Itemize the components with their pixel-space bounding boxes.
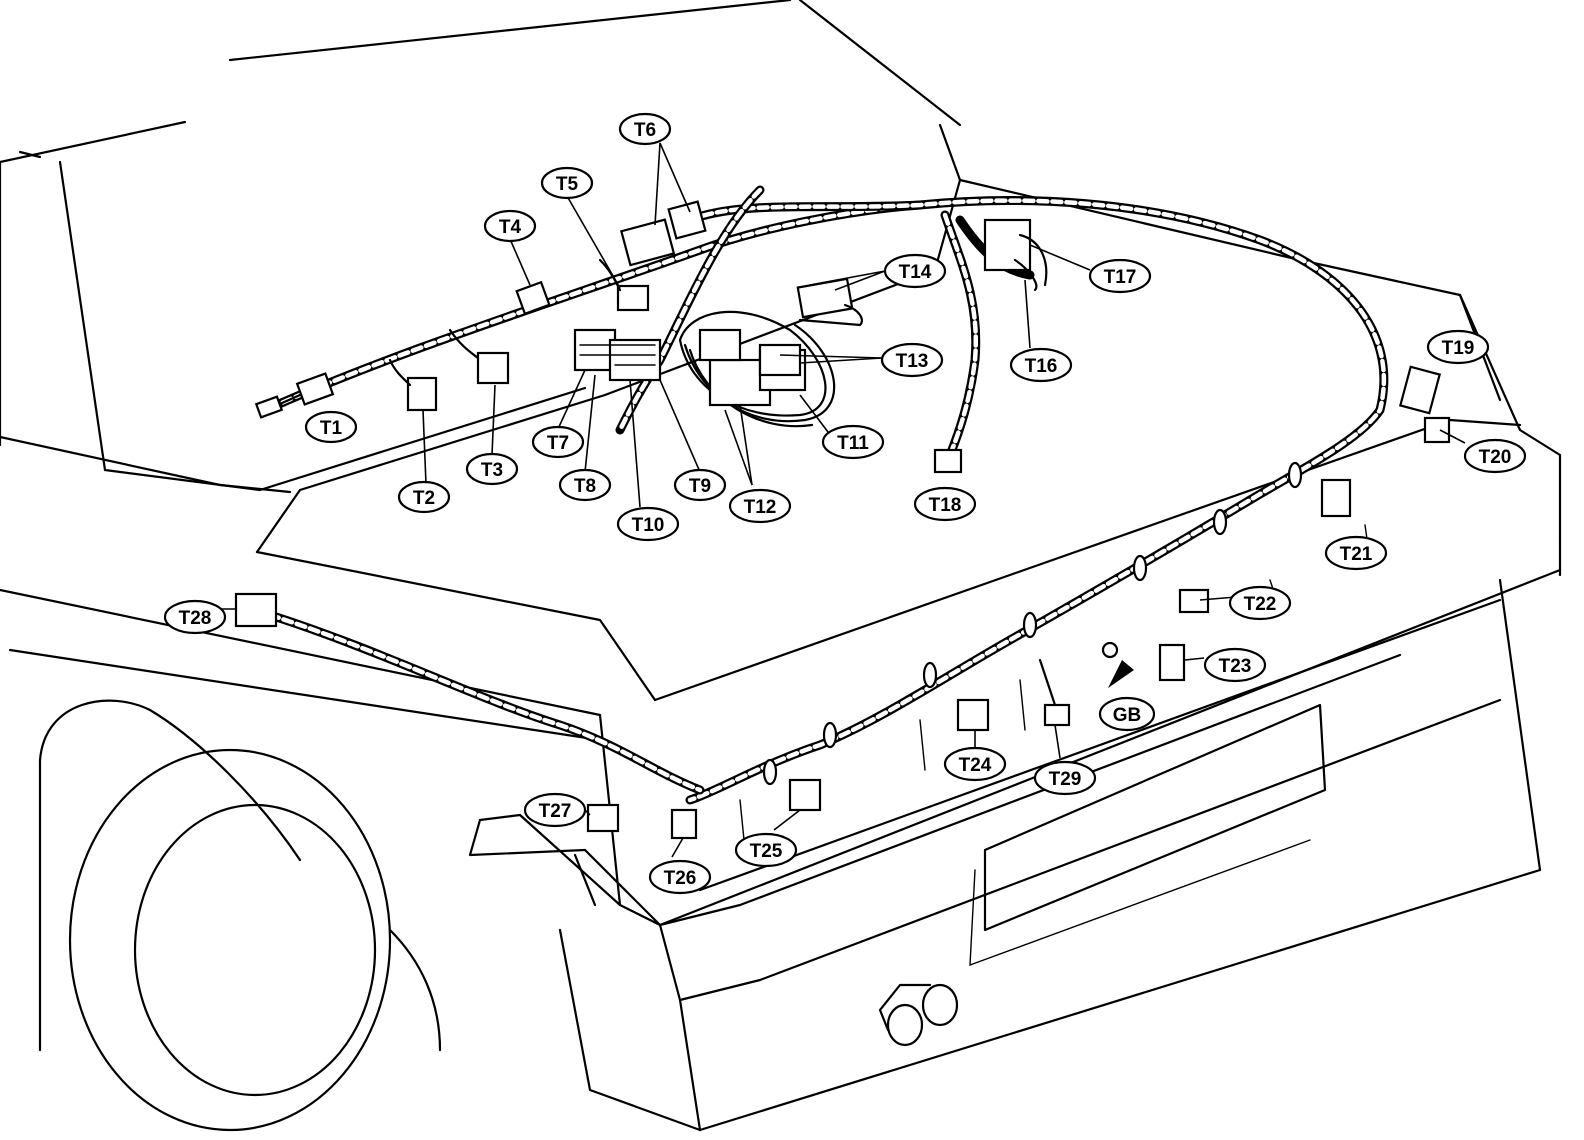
- callout-t22: T22: [1228, 585, 1292, 621]
- label-t5: T5: [556, 174, 579, 195]
- connector-t28: [234, 592, 278, 628]
- callout-t20: T20: [1463, 438, 1527, 474]
- label-t4: T4: [499, 217, 522, 238]
- label-t10: T10: [632, 515, 665, 536]
- connectors: [234, 200, 1451, 840]
- connector-t25: [788, 778, 822, 812]
- connector-t4: [515, 280, 551, 316]
- label-t11: T11: [837, 433, 869, 454]
- label-t16: T16: [1025, 356, 1058, 377]
- connector-t24: [956, 698, 990, 732]
- label-t29: T29: [1049, 769, 1082, 790]
- callout-t26: T26: [648, 859, 712, 895]
- connector-t1: [254, 372, 335, 419]
- callout-t24: T24: [943, 746, 1007, 782]
- leader-lines: [218, 142, 1466, 858]
- connector-t21: [1320, 478, 1352, 518]
- label-t14: T14: [899, 262, 932, 283]
- connector-t23: [1158, 643, 1186, 682]
- callout-t9: T9: [673, 468, 727, 502]
- label-t18: T18: [929, 495, 962, 516]
- label-t6: T6: [634, 120, 656, 141]
- label-gb: GB: [1113, 705, 1142, 726]
- callout-t25: T25: [734, 832, 798, 868]
- label-t1: T1: [320, 418, 343, 439]
- label-t17: T17: [1104, 267, 1137, 288]
- connector-t22: [1178, 588, 1210, 614]
- car-body: [0, 0, 1562, 1132]
- callout-t18: T18: [913, 486, 977, 522]
- connector-t29: [1038, 658, 1071, 727]
- callout-t21: T21: [1324, 535, 1388, 571]
- label-t12: T12: [744, 497, 777, 518]
- label-t27: T27: [539, 801, 572, 822]
- connector-t27: [586, 803, 620, 833]
- callout-t1: T1: [304, 410, 358, 444]
- label-t8: T8: [574, 476, 596, 497]
- callout-t13: T13: [880, 342, 944, 378]
- callout-t11: T11: [821, 424, 885, 460]
- connector-t18: [933, 448, 963, 474]
- label-t22: T22: [1244, 594, 1277, 615]
- callout-t8: T8: [558, 468, 612, 502]
- ground-point-gb: [1101, 641, 1134, 688]
- label-t3: T3: [481, 460, 503, 481]
- connector-t16-t17: [983, 218, 1048, 292]
- callout-t2: T2: [397, 480, 451, 514]
- connector-t5: [598, 258, 650, 312]
- label-t9: T9: [689, 476, 711, 497]
- callout-t14: T14: [883, 253, 947, 289]
- callout-t5: T5: [540, 166, 594, 200]
- callout-t16: T16: [1009, 347, 1073, 383]
- label-t28: T28: [179, 608, 212, 629]
- callout-gb: GB: [1098, 696, 1156, 732]
- callout-t17: T17: [1088, 258, 1152, 294]
- label-t20: T20: [1479, 447, 1512, 468]
- callout-t27: T27: [523, 792, 587, 828]
- connector-t26: [670, 808, 698, 840]
- callout-t3: T3: [465, 452, 519, 486]
- connector-t20: [1423, 416, 1451, 444]
- label-t23: T23: [1219, 656, 1252, 677]
- connector-t6: [620, 200, 707, 267]
- connector-t13: [758, 343, 802, 377]
- callout-t6: T6: [618, 112, 672, 146]
- callout-t23: T23: [1203, 647, 1267, 683]
- label-t7: T7: [547, 433, 569, 454]
- label-t26: T26: [664, 868, 697, 889]
- label-t13: T13: [896, 351, 929, 372]
- label-t25: T25: [750, 841, 783, 862]
- callout-t19: T19: [1426, 329, 1490, 365]
- label-t19: T19: [1442, 338, 1475, 359]
- callout-t29: T29: [1033, 760, 1097, 796]
- connector-t7-t10: [573, 328, 662, 382]
- label-t21: T21: [1340, 544, 1373, 565]
- connector-t3: [448, 328, 510, 385]
- connector-t19: [1398, 365, 1442, 415]
- label-t2: T2: [413, 488, 435, 509]
- callout-t12: T12: [728, 488, 792, 524]
- callout-t7: T7: [531, 425, 585, 459]
- label-t24: T24: [959, 755, 992, 776]
- callout-t10: T10: [616, 506, 680, 542]
- connector-t2: [388, 358, 438, 412]
- callout-t28: T28: [163, 599, 227, 635]
- callout-t4: T4: [483, 209, 537, 243]
